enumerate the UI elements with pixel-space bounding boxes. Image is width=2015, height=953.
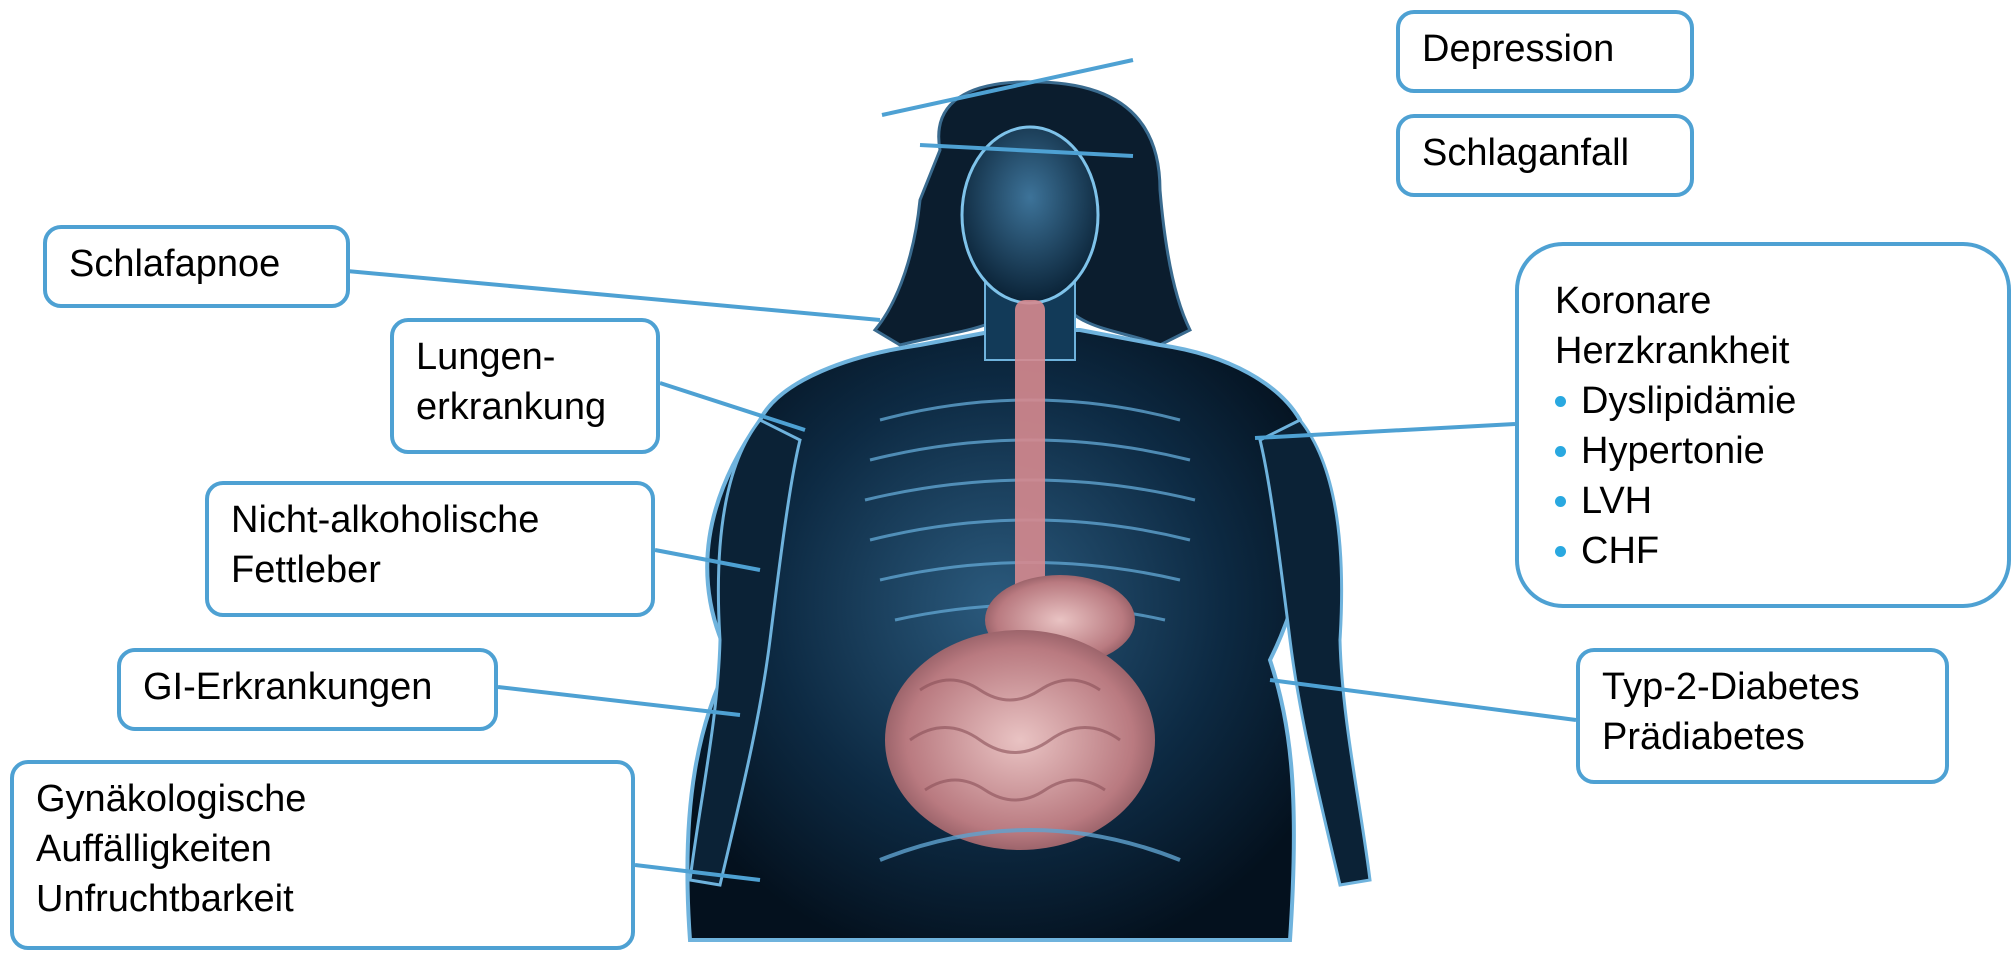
label-schlafapnoe: Schlafapnoe [43,225,350,308]
label-depression-text: Depression [1422,24,1668,74]
bullet-icon [1555,446,1566,457]
label-lungen: Lungen- erkrankung [390,318,660,454]
koronare-bullet-text: LVH [1581,480,1652,522]
koronare-bullet-text: CHF [1581,530,1659,572]
label-diabetes: Typ-2-Diabetes Prädiabetes [1576,648,1949,784]
bullet-icon [1555,546,1566,557]
label-depression: Depression [1396,10,1694,93]
label-koronare: Koronare Herzkrankheit Dyslipidämie Hype… [1515,242,2011,608]
koronare-bullet-list: Dyslipidämie Hypertonie LVH CHF [1555,376,1971,576]
label-lungen-line2: erkrankung [416,382,634,432]
label-gi-text: GI-Erkrankungen [143,662,472,712]
label-gyn-line3: Unfruchtbarkeit [36,874,609,924]
label-gyn-line2: Auffälligkeiten [36,824,609,874]
label-schlaganfall: Schlaganfall [1396,114,1694,197]
label-diabetes-line1: Typ-2-Diabetes [1602,662,1923,712]
intestine-shape [885,630,1155,850]
leader-schlafapnoe [336,270,880,320]
label-diabetes-line2: Prädiabetes [1602,712,1923,762]
leader-gi [498,687,740,715]
koronare-bullet-item: CHF [1555,526,1971,576]
label-schlafapnoe-text: Schlafapnoe [69,239,324,289]
label-fettleber: Nicht-alkoholische Fettleber [205,481,655,617]
label-gyn-line1: Gynäkologische [36,774,609,824]
label-fettleber-line1: Nicht-alkoholische [231,495,629,545]
label-lungen-line1: Lungen- [416,332,634,382]
koronare-bullet-item: LVH [1555,476,1971,526]
koronare-bullet-text: Hypertonie [1581,430,1765,472]
label-koronare-title1: Koronare [1555,276,1971,326]
koronare-bullet-item: Dyslipidämie [1555,376,1971,426]
bullet-icon [1555,396,1566,407]
label-koronare-title2: Herzkrankheit [1555,326,1971,376]
bullet-icon [1555,496,1566,507]
esophagus-shape [1015,300,1045,600]
koronare-bullet-text: Dyslipidämie [1581,380,1796,422]
label-schlaganfall-text: Schlaganfall [1422,128,1668,178]
label-fettleber-line2: Fettleber [231,545,629,595]
label-gi: GI-Erkrankungen [117,648,498,731]
koronare-bullet-item: Hypertonie [1555,426,1971,476]
label-gyn: Gynäkologische Auffälligkeiten Unfruchtb… [10,760,635,950]
